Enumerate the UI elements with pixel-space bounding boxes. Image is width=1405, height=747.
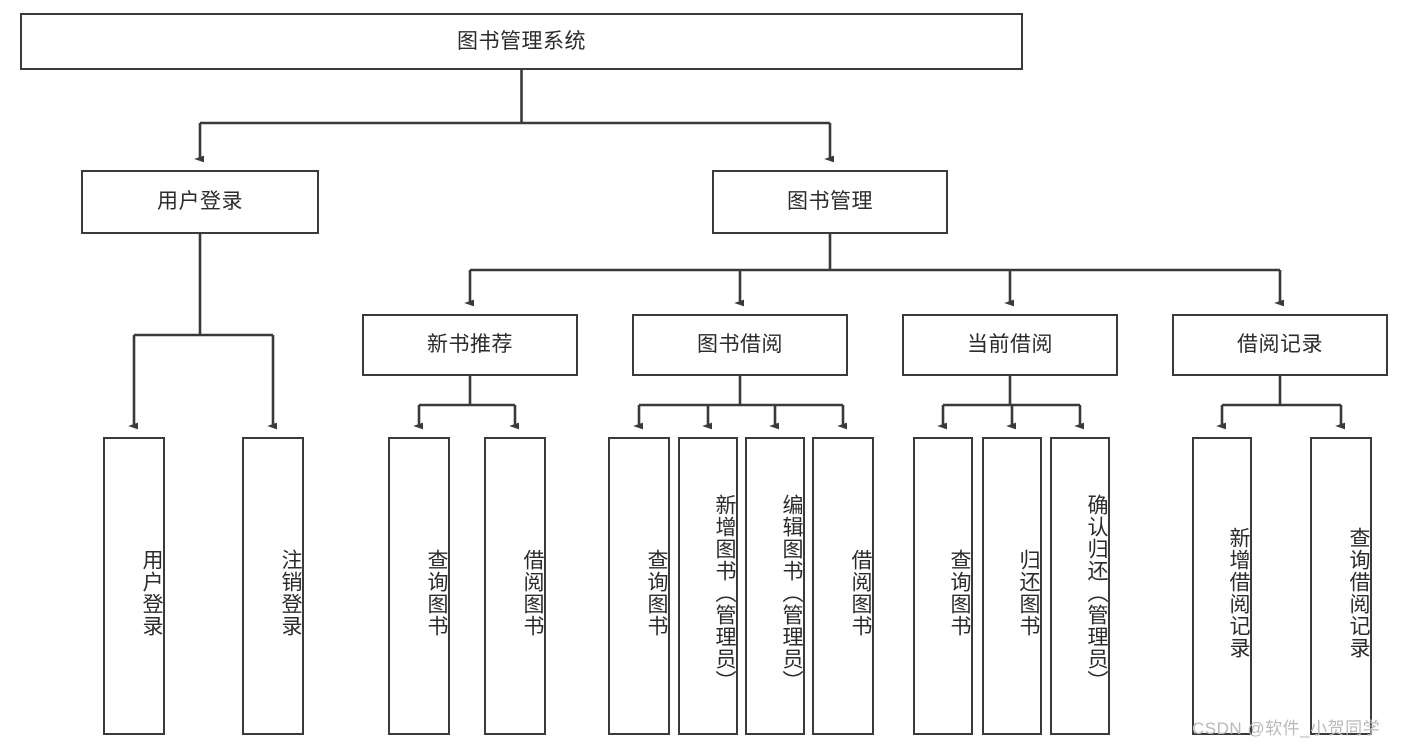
leaf-node-11-label: 新增借阅记录 bbox=[1227, 527, 1250, 659]
leaf-node-2-label: 查询图书 bbox=[425, 549, 448, 637]
level2-node-1-label: 图书管理 bbox=[787, 190, 873, 214]
level3-node-3-label: 借阅记录 bbox=[1237, 333, 1323, 357]
root-node[interactable]: 图书管理系统 bbox=[20, 13, 1023, 70]
leaf-node-4[interactable]: 查询图书 bbox=[608, 437, 670, 735]
leaf-node-8[interactable]: 查询图书 bbox=[913, 437, 973, 735]
leaf-node-3[interactable]: 借阅图书 bbox=[484, 437, 546, 735]
leaf-node-5[interactable]: 新增图书（管理员） bbox=[678, 437, 738, 735]
leaf-node-9-label: 归还图书 bbox=[1017, 549, 1040, 637]
level3-node-2-label: 当前借阅 bbox=[967, 333, 1053, 357]
level3-node-1-label: 图书借阅 bbox=[697, 333, 783, 357]
level2-node-1[interactable]: 图书管理 bbox=[712, 170, 948, 234]
level2-node-0-label: 用户登录 bbox=[157, 190, 243, 214]
level3-node-1[interactable]: 图书借阅 bbox=[632, 314, 848, 376]
leaf-node-10[interactable]: 确认归还（管理员） bbox=[1050, 437, 1110, 735]
leaf-node-3-label: 借阅图书 bbox=[521, 549, 544, 637]
leaf-node-6[interactable]: 编辑图书（管理员） bbox=[745, 437, 805, 735]
leaf-node-1-label: 注销登录 bbox=[279, 549, 302, 637]
leaf-node-9[interactable]: 归还图书 bbox=[982, 437, 1042, 735]
leaf-node-0-label: 用户登录 bbox=[140, 549, 163, 637]
root-node-label: 图书管理系统 bbox=[457, 29, 586, 53]
leaf-node-4-label: 查询图书 bbox=[645, 549, 668, 637]
level2-node-0[interactable]: 用户登录 bbox=[81, 170, 319, 234]
level3-node-0[interactable]: 新书推荐 bbox=[362, 314, 578, 376]
level3-node-3[interactable]: 借阅记录 bbox=[1172, 314, 1388, 376]
leaf-node-12-label: 查询借阅记录 bbox=[1347, 527, 1370, 659]
leaf-node-7[interactable]: 借阅图书 bbox=[812, 437, 874, 735]
level3-node-2[interactable]: 当前借阅 bbox=[902, 314, 1118, 376]
leaf-node-12[interactable]: 查询借阅记录 bbox=[1310, 437, 1372, 735]
leaf-node-7-label: 借阅图书 bbox=[849, 549, 872, 637]
leaf-node-0[interactable]: 用户登录 bbox=[103, 437, 165, 735]
leaf-node-1[interactable]: 注销登录 bbox=[242, 437, 304, 735]
csdn-watermark: CSDN @软件_小贺同学 bbox=[1192, 719, 1381, 738]
level3-node-0-label: 新书推荐 bbox=[427, 333, 513, 357]
leaf-node-2[interactable]: 查询图书 bbox=[388, 437, 450, 735]
leaf-node-5-label: 新增图书（管理员） bbox=[713, 494, 736, 692]
leaf-node-8-label: 查询图书 bbox=[948, 549, 971, 637]
leaf-node-11[interactable]: 新增借阅记录 bbox=[1192, 437, 1252, 735]
leaf-node-10-label: 确认归还（管理员） bbox=[1085, 494, 1108, 692]
leaf-node-6-label: 编辑图书（管理员） bbox=[780, 494, 803, 692]
